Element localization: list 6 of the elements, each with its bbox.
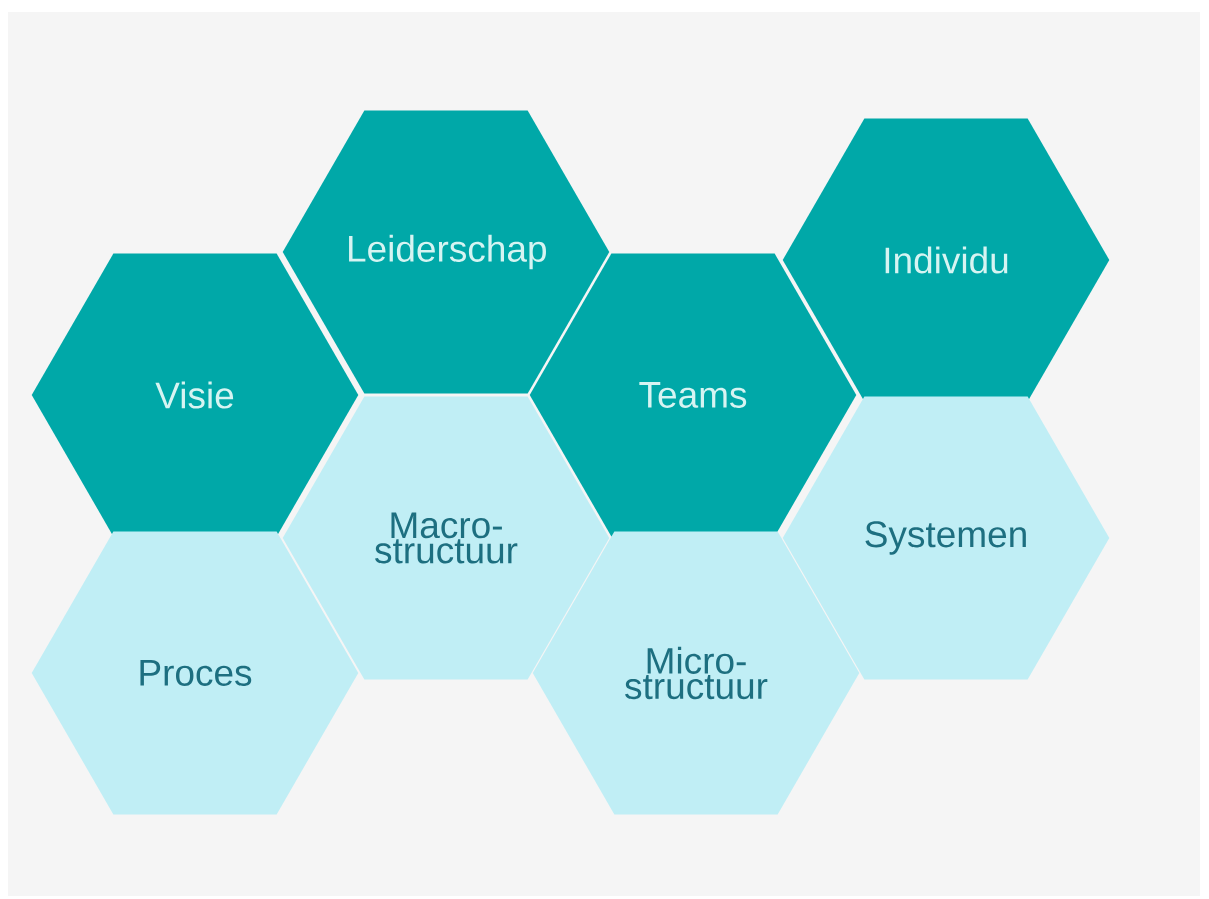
hexagon: Systemen [782, 396, 1110, 680]
hexagon: Proces [31, 531, 359, 815]
hexagon: Micro- structuur [532, 531, 860, 815]
hexagon: Individu [782, 118, 1110, 402]
hexagon: Leiderschap [282, 110, 610, 394]
hexagon: Macro- structuur [282, 396, 610, 680]
